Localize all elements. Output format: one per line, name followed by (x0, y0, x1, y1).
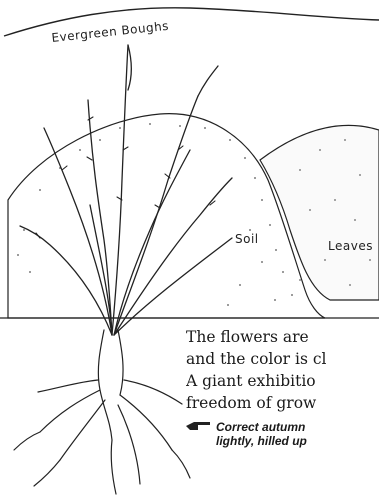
caption-line-1: Correct autumn (216, 420, 379, 434)
body-text-line-4: freedom of grow (186, 392, 379, 414)
body-text-line-1: The flowers are (186, 326, 379, 348)
body-text-line-2: and the color is cl (186, 348, 379, 370)
figure-caption: Correct autumn lightly, hilled up (216, 420, 379, 448)
pointing-hand-icon (184, 418, 214, 434)
soil-mound (8, 114, 325, 318)
label-evergreen-boughs: Evergreen Boughs (51, 19, 170, 45)
label-leaves: Leaves (328, 239, 373, 253)
label-soil: Soil (235, 232, 259, 246)
caption-line-2: lightly, hilled up (216, 434, 379, 448)
body-text-line-3: A giant exhibitio (186, 370, 379, 392)
rose-roots (14, 330, 190, 494)
